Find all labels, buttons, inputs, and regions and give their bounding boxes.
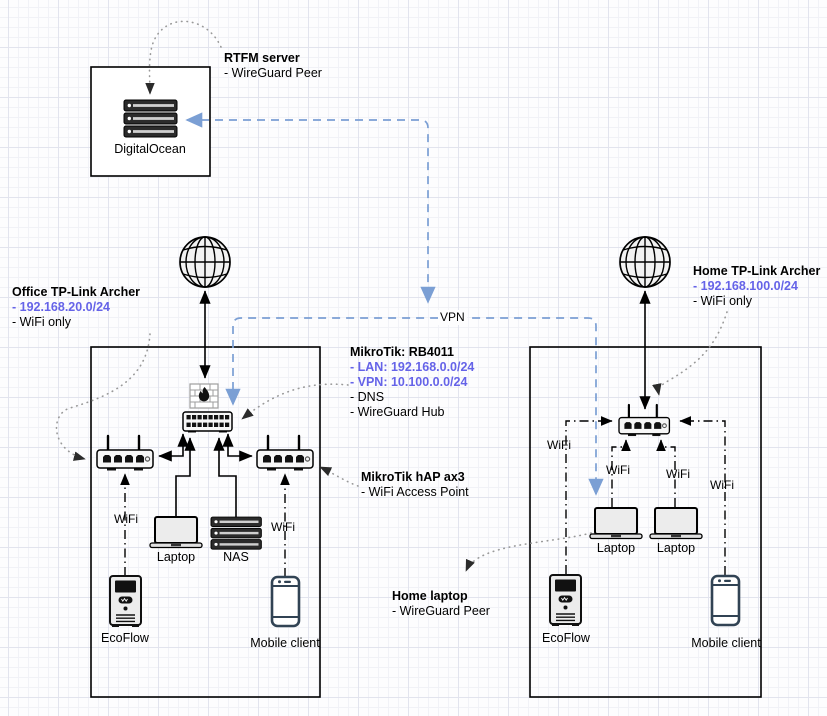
- connector-rb4011-annotation: [241, 383, 349, 420]
- office-ecoflow-label: EcoFlow: [101, 631, 149, 645]
- rtfm-title: RTFM server: [224, 51, 300, 65]
- firewall-icon: [189, 383, 219, 409]
- office-archer-line: - WiFi only: [12, 315, 72, 329]
- home-archer-subnet: - 192.168.100.0/24: [693, 279, 798, 293]
- nas-icon: [210, 516, 262, 550]
- office-archer-annotation: Office TP-Link Archer - 192.168.20.0/24 …: [12, 285, 140, 330]
- office-mobile-icon: [270, 575, 301, 628]
- connector-hap-annotation: [319, 466, 359, 487]
- home-laptop-right-label: Laptop: [656, 541, 696, 555]
- wifi-label-office-mobile: WiFi: [271, 520, 295, 534]
- rtfm-line: - WireGuard Peer: [224, 66, 322, 80]
- home-laptop-title: Home laptop: [392, 589, 468, 603]
- edge-laptop-switch: [175, 437, 196, 517]
- wifi-label-home-laptop-right: WiFi: [666, 467, 690, 481]
- edge-vpn-do-server: [185, 112, 436, 304]
- edge-wifi-home-mobile: [679, 416, 726, 575]
- office-hap-router-icon: [255, 434, 315, 472]
- home-mobile-label: Mobile client: [691, 636, 761, 650]
- rb4011-lan: - LAN: 192.168.0.0/24: [350, 360, 475, 374]
- switch-rb4011-icon: [182, 411, 233, 433]
- office-archer-router-icon: [95, 434, 155, 472]
- home-laptop-line: - WireGuard Peer: [392, 604, 490, 618]
- wifi-label-home-laptop-left: WiFi: [606, 463, 630, 477]
- office-internet-globe-icon: [179, 236, 231, 288]
- wifi-label-home-mobile: WiFi: [710, 478, 734, 492]
- edge-switch-hap: [222, 433, 253, 462]
- home-archer-annotation: Home TP-Link Archer - 192.168.100.0/24 -…: [693, 264, 820, 309]
- rb4011-vpn: - VPN: 10.100.0.0/24: [350, 375, 468, 389]
- wifi-label-office-ecoflow: WiFi: [114, 512, 138, 526]
- connector-home-archer-annotation: [652, 311, 728, 396]
- rb4011-title: MikroTik: RB4011: [350, 345, 454, 359]
- home-mobile-icon: [710, 574, 741, 627]
- home-ecoflow-icon: [549, 574, 582, 627]
- home-laptop-right-icon: [649, 507, 703, 540]
- office-archer-title: Office TP-Link Archer: [12, 285, 141, 299]
- digitalocean-label: DigitalOcean: [114, 142, 186, 156]
- rb4011-hub: - WireGuard Hub: [350, 405, 445, 419]
- rb4011-dns: - DNS: [350, 390, 385, 404]
- office-mobile-label: Mobile client: [250, 636, 320, 650]
- home-laptop-left-label: Laptop: [596, 541, 636, 555]
- digitalocean-server-icon: [123, 99, 178, 138]
- wifi-label-home-ecoflow: WiFi: [547, 438, 571, 452]
- home-archer-title: Home TP-Link Archer: [693, 264, 821, 278]
- home-internet-globe-icon: [619, 236, 671, 288]
- connector-office-archer-annotation: [55, 333, 151, 461]
- edge-wifi-home-laptop-left: [611, 439, 631, 507]
- office-laptop-icon: [149, 516, 203, 549]
- home-archer-router-icon: [617, 403, 671, 438]
- connector-home-laptop-annotation: [465, 532, 592, 572]
- home-archer-line: - WiFi only: [693, 294, 753, 308]
- office-ecoflow-icon: [109, 575, 142, 628]
- home-laptop-left-icon: [589, 507, 643, 540]
- hap-line: - WiFi Access Point: [361, 485, 469, 499]
- hap-title: MikroTik hAP ax3: [361, 470, 465, 484]
- rtfm-annotation: RTFM server - WireGuard Peer: [224, 51, 322, 81]
- home-laptop-annotation: Home laptop - WireGuard Peer: [392, 589, 490, 619]
- vpn-edge-label: VPN: [438, 310, 467, 325]
- office-nas-label: NAS: [223, 550, 249, 564]
- office-laptop-label: Laptop: [156, 550, 196, 564]
- rb4011-annotation: MikroTik: RB4011 - LAN: 192.168.0.0/24 -…: [350, 345, 474, 420]
- edge-wifi-home-laptop-right: [656, 439, 676, 507]
- home-ecoflow-label: EcoFlow: [542, 631, 590, 645]
- office-archer-subnet: - 192.168.20.0/24: [12, 300, 110, 314]
- edge-switch-office-archer: [158, 433, 189, 462]
- hap-annotation: MikroTik hAP ax3 - WiFi Access Point: [361, 470, 469, 500]
